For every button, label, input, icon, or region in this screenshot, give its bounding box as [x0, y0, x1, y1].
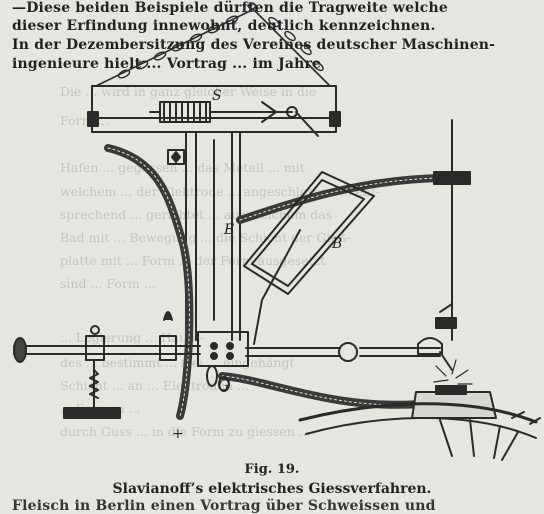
- part-letter-plus: +: [172, 426, 184, 442]
- body-text-line: ingenieure hielt ... Vortrag ... im Jahr…: [12, 56, 322, 72]
- hanging-counterweight: [63, 359, 121, 419]
- bleed-through-line: Die ... wird in ganz gleicher Weise in d…: [60, 84, 317, 99]
- figure-title: Slavianoff’s elektrisches Giessverfahren…: [112, 481, 432, 497]
- flexible-cable: [104, 144, 444, 420]
- figure-label: Fig. 19.: [244, 462, 300, 477]
- electrode: [433, 351, 473, 385]
- bleed-through-line: Schicht ... an ... Elektroden ...: [60, 378, 249, 393]
- bleed-through-line: welchem ... der Elektrode ... angeschlos…: [60, 184, 381, 199]
- part-letter-g: G: [218, 378, 229, 394]
- part-letter-s: S: [212, 88, 222, 104]
- chain: [95, 2, 331, 87]
- bleed-through-line: Hafen ... gegossen ... das Metall ... mi…: [60, 160, 305, 175]
- right-stand: [417, 119, 471, 355]
- part-letter-b: B: [331, 236, 342, 252]
- shield-plate: [243, 171, 375, 345]
- part-letters: S E B G +: [172, 88, 342, 442]
- solenoid-coil: [149, 101, 319, 137]
- horizontal-bar: [13, 311, 441, 367]
- lower-handles: [206, 365, 230, 392]
- body-text-line: —Diese beiden Beispiele dürften die Trag…: [12, 0, 448, 16]
- bleed-through-line: sind ... Form ...: [60, 276, 156, 291]
- part-letter-e: E: [223, 222, 234, 238]
- mold-and-gear: [298, 385, 541, 461]
- body-text-line: dieser Erfindung innewohnt, deutlich ken…: [12, 18, 436, 34]
- bleed-through-line: durch Guss ... in die Form zu giessen ..…: [60, 424, 311, 439]
- frame-top: [91, 85, 337, 133]
- body-text-line: In der Dezembersitzung des Vereines deut…: [12, 37, 496, 53]
- body-text-line-bottom: Fleisch in Berlin einen Vortrag über Sch…: [12, 498, 436, 514]
